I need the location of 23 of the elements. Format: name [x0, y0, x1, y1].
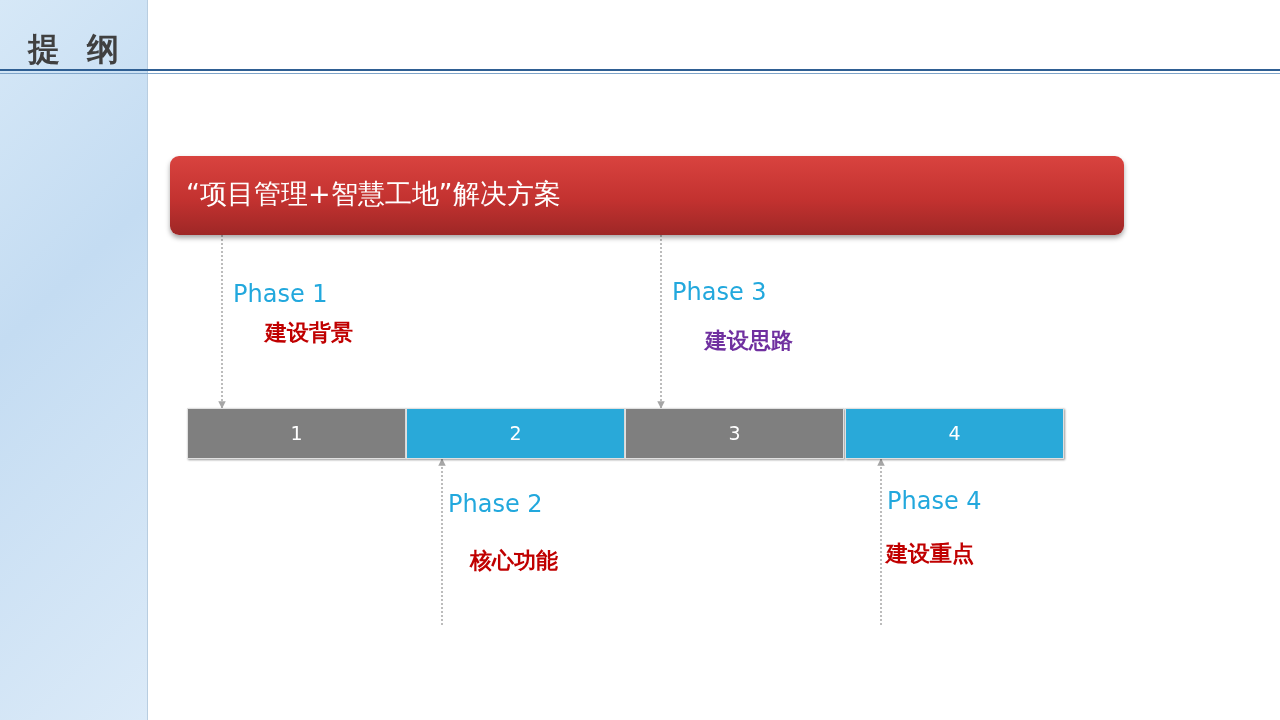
page-title: 提 纲	[28, 29, 128, 70]
dotted-connector	[657, 234, 665, 409]
banner-text: “项目管理+智慧工地”解决方案	[186, 177, 561, 211]
segment-number: 1	[289, 422, 304, 444]
phase-topic: 建设背景	[265, 319, 353, 347]
segment-number: 4	[947, 422, 962, 444]
timeline-segment	[187, 408, 406, 459]
timeline-segment	[625, 408, 844, 459]
dotted-connector	[218, 234, 226, 409]
timeline-segment	[406, 408, 625, 459]
phase-label: Phase 1	[233, 280, 328, 308]
phase-topic: 建设重点	[886, 540, 974, 568]
dotted-connector	[438, 458, 446, 626]
phase-topic: 建设思路	[705, 327, 793, 355]
segment-number: 3	[727, 422, 742, 444]
phase-topic: 核心功能	[470, 547, 558, 575]
timeline-segment	[845, 408, 1064, 459]
dotted-connector	[877, 458, 885, 626]
phase-label: Phase 3	[672, 278, 767, 306]
phase-label: Phase 4	[887, 487, 982, 515]
title-banner	[170, 156, 1124, 235]
phase-label: Phase 2	[448, 490, 543, 518]
segment-number: 2	[508, 422, 523, 444]
